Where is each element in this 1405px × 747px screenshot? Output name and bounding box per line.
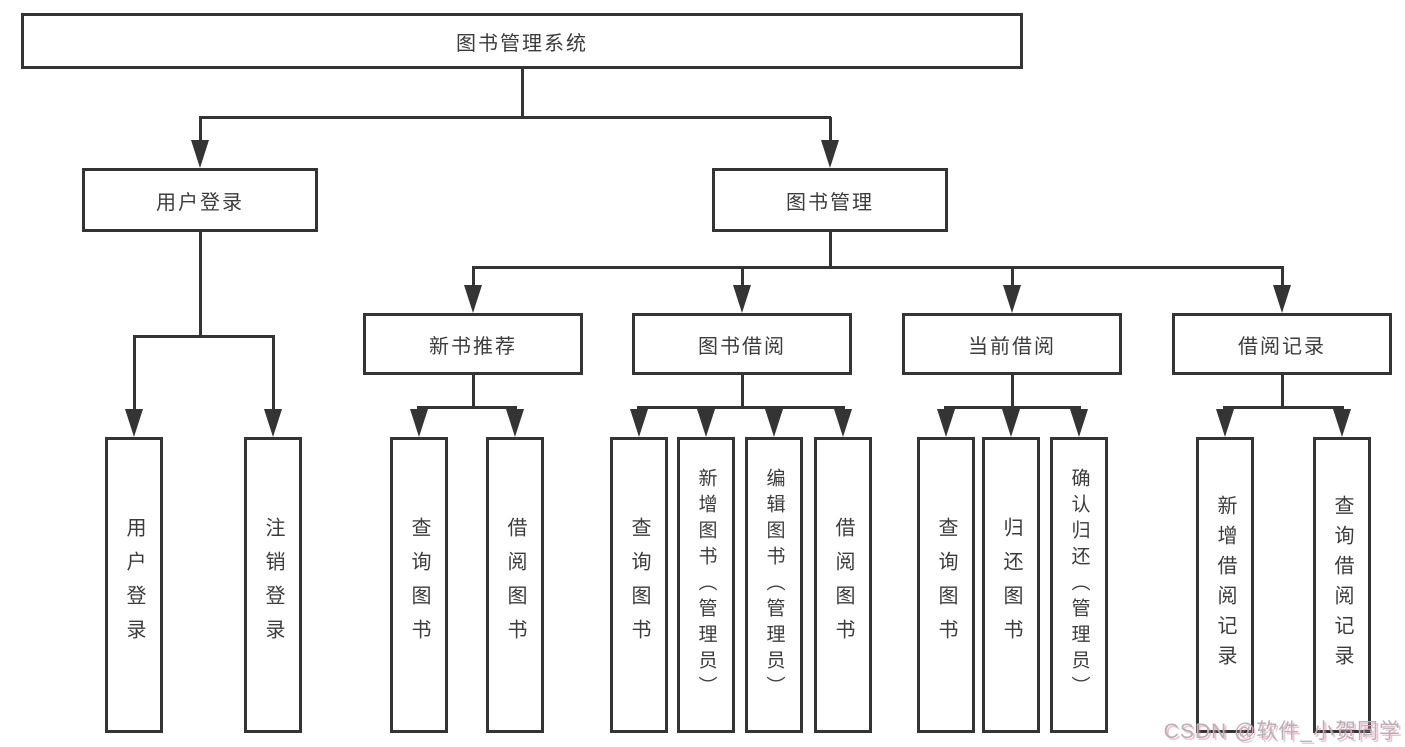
arrowhead-icon xyxy=(264,409,282,437)
node-label: 查询图书 xyxy=(408,517,430,653)
connector-line xyxy=(944,405,1081,409)
arrowhead-icon xyxy=(1273,285,1291,313)
connector-line xyxy=(271,336,275,413)
leaf-add-book-admin: 新增图书（管理员） xyxy=(677,437,735,733)
node-root: 图书管理系统 xyxy=(21,13,1023,69)
connector-line xyxy=(740,375,744,408)
arrowhead-icon xyxy=(630,409,648,437)
connector-line xyxy=(472,265,1284,269)
node-current-borrow: 当前借阅 xyxy=(902,313,1122,375)
arrowhead-icon xyxy=(191,140,209,168)
connector-line xyxy=(1280,375,1284,408)
node-label: 新书推荐 xyxy=(429,335,517,358)
node-label: 归还图书 xyxy=(1000,517,1022,653)
leaf-logout: 注销登录 xyxy=(244,437,302,733)
arrowhead-icon xyxy=(1216,409,1234,437)
connector-line xyxy=(1010,375,1014,408)
connector-line xyxy=(828,232,832,268)
leaf-borrow-books-1: 借阅图书 xyxy=(486,437,544,733)
arrowhead-icon xyxy=(733,285,751,313)
connector-line xyxy=(471,375,475,408)
leaf-query-books-3: 查询图书 xyxy=(917,437,975,733)
arrowhead-icon xyxy=(821,140,839,168)
leaf-borrow-books-2: 借阅图书 xyxy=(814,437,872,733)
arrowhead-icon xyxy=(1002,409,1020,437)
connector-line xyxy=(198,117,202,144)
connector-line xyxy=(1280,267,1284,289)
node-label: 借阅图书 xyxy=(832,517,854,653)
leaf-user-login: 用户登录 xyxy=(105,437,163,733)
arrowhead-icon xyxy=(1070,409,1088,437)
connector-line xyxy=(1223,405,1344,409)
node-borrow-records: 借阅记录 xyxy=(1172,313,1392,375)
leaf-query-books-1: 查询图书 xyxy=(390,437,448,733)
leaf-add-borrow-record: 新增借阅记录 xyxy=(1196,437,1254,733)
arrowhead-icon xyxy=(125,409,143,437)
node-label: 图书管理系统 xyxy=(456,32,588,55)
arrowhead-icon xyxy=(834,409,852,437)
node-label: 编辑图书（管理员） xyxy=(763,468,785,702)
connector-line xyxy=(417,405,517,409)
node-label: 借阅图书 xyxy=(504,517,526,653)
arrowhead-icon xyxy=(1333,409,1351,437)
node-book-management: 图书管理 xyxy=(712,168,948,232)
connector-line xyxy=(828,117,832,144)
leaf-confirm-return-admin: 确认归还（管理员） xyxy=(1050,437,1108,733)
node-label: 查询图书 xyxy=(935,517,957,653)
node-book-borrow: 图书借阅 xyxy=(632,313,852,375)
node-label: 图书借阅 xyxy=(698,335,786,358)
connector-line xyxy=(199,115,831,119)
arrowhead-icon xyxy=(697,409,715,437)
connector-line xyxy=(520,69,524,117)
connector-line xyxy=(471,267,475,289)
node-label: 新增图书（管理员） xyxy=(695,468,717,702)
leaf-edit-book-admin: 编辑图书（管理员） xyxy=(745,437,803,733)
node-label: 查询借阅记录 xyxy=(1331,495,1353,675)
node-label: 图书管理 xyxy=(786,191,874,214)
connector-line xyxy=(637,405,845,409)
leaf-query-books-2: 查询图书 xyxy=(610,437,668,733)
leaf-query-borrow-record: 查询借阅记录 xyxy=(1313,437,1371,733)
node-user-login-module: 用户登录 xyxy=(82,168,318,232)
connector-line xyxy=(133,334,275,338)
leaf-return-book: 归还图书 xyxy=(982,437,1040,733)
connector-line xyxy=(198,232,202,337)
arrowhead-icon xyxy=(464,285,482,313)
node-label: 用户登录 xyxy=(123,517,145,653)
connector-line xyxy=(740,267,744,289)
node-label: 新增借阅记录 xyxy=(1214,495,1236,675)
node-label: 确认归还（管理员） xyxy=(1068,468,1090,702)
arrowhead-icon xyxy=(937,409,955,437)
node-label: 当前借阅 xyxy=(968,335,1056,358)
node-label: 用户登录 xyxy=(156,191,244,214)
node-new-book-recommend: 新书推荐 xyxy=(363,313,583,375)
arrowhead-icon xyxy=(410,409,428,437)
arrowhead-icon xyxy=(506,409,524,437)
arrowhead-icon xyxy=(765,409,783,437)
connector-line xyxy=(1010,267,1014,289)
arrowhead-icon xyxy=(1003,285,1021,313)
node-label: 注销登录 xyxy=(262,517,284,653)
node-label: 查询图书 xyxy=(628,517,650,653)
connector-line xyxy=(132,336,136,413)
node-label: 借阅记录 xyxy=(1238,335,1326,358)
